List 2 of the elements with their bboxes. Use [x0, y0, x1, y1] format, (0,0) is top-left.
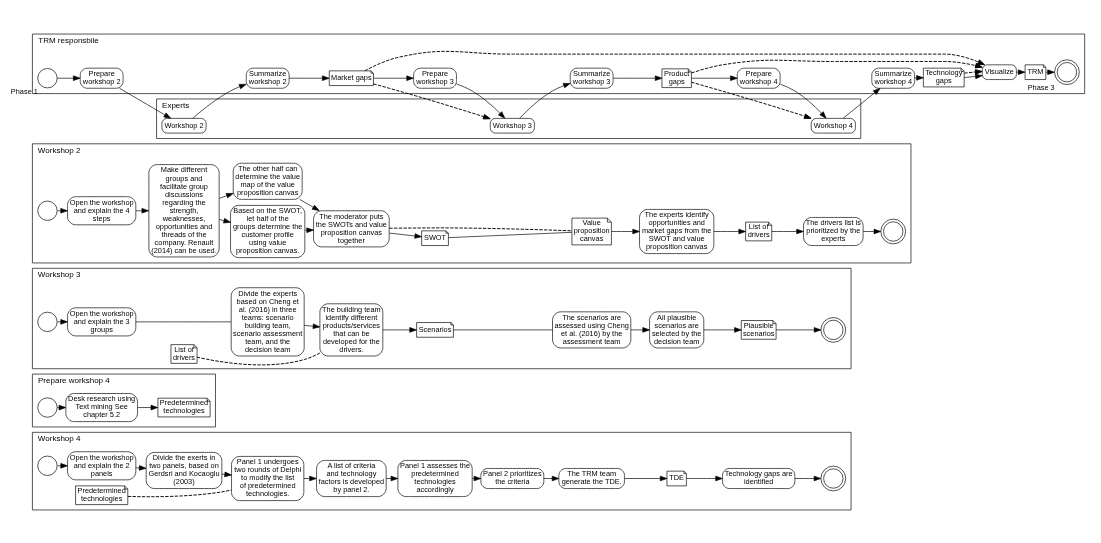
- node-label: Phase 1: [10, 86, 38, 96]
- node-label: Phase 3: [1027, 82, 1055, 92]
